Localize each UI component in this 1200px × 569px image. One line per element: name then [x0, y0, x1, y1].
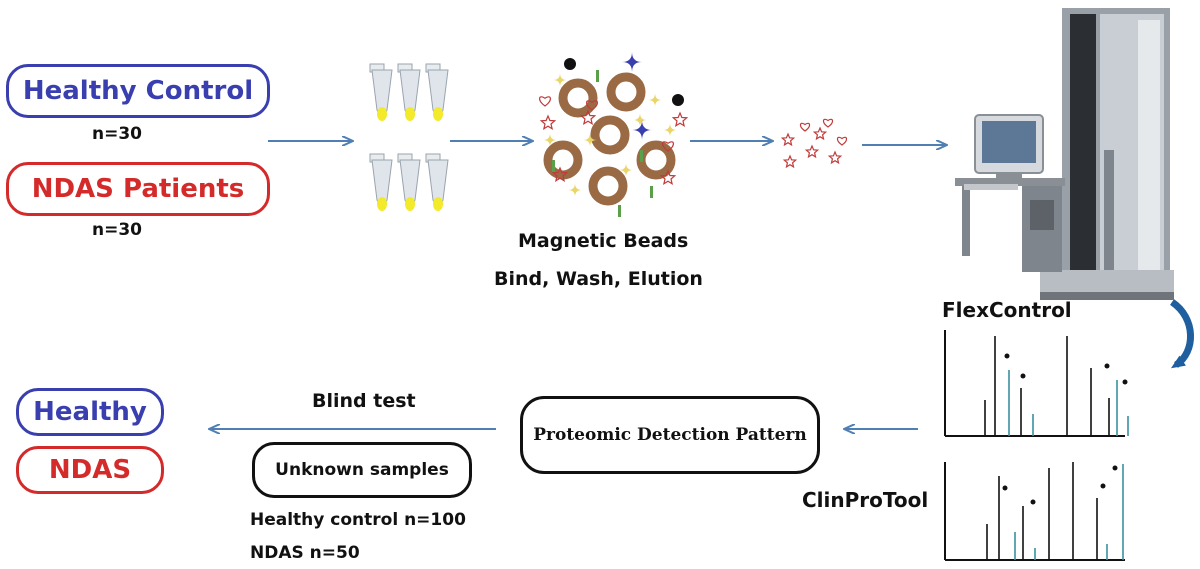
proteomic-detection-pattern-box: Proteomic Detection Pattern: [520, 396, 820, 474]
unknown-samples-box: Unknown samples: [252, 442, 472, 498]
flexcontrol-spectrum: [944, 330, 1129, 437]
proteomic-detection-pattern-label: Proteomic Detection Pattern: [533, 425, 807, 445]
ndas-n-label: n=30: [92, 220, 143, 240]
result-healthy-box: Healthy: [16, 388, 164, 436]
blind-test-title: Blind test: [312, 390, 416, 412]
clinprotool-label: ClinProTool: [802, 488, 929, 512]
unknown-samples-label: Unknown samples: [275, 460, 449, 480]
healthy-control-label: Healthy Control: [22, 76, 254, 106]
ndas-patients-label: NDAS Patients: [31, 174, 245, 204]
result-ndas-label: NDAS: [48, 455, 132, 485]
result-healthy-label: Healthy: [33, 397, 147, 427]
result-ndas-box: NDAS: [16, 446, 164, 494]
eluted-peptides-icon: [780, 118, 848, 169]
ndas-patients-box: NDAS Patients: [6, 162, 270, 216]
flexcontrol-label: FlexControl: [942, 298, 1072, 322]
healthy-control-box: Healthy Control: [6, 64, 270, 118]
healthy-control-count: Healthy control n=100: [250, 510, 466, 530]
magnetic-beads-icon: [539, 52, 689, 217]
ndas-count: NDAS n=50: [250, 543, 360, 563]
clinprotool-spectrum: [944, 462, 1125, 561]
healthy-n-label: n=30: [92, 124, 143, 144]
magnetic-beads-steps: Bind, Wash, Elution: [494, 268, 703, 290]
sample-tubes-icon: [369, 63, 449, 211]
curved-arrow: [1169, 299, 1194, 369]
magnetic-beads-title: Magnetic Beads: [518, 230, 689, 252]
mass-spectrometer-icon: [955, 8, 1174, 300]
